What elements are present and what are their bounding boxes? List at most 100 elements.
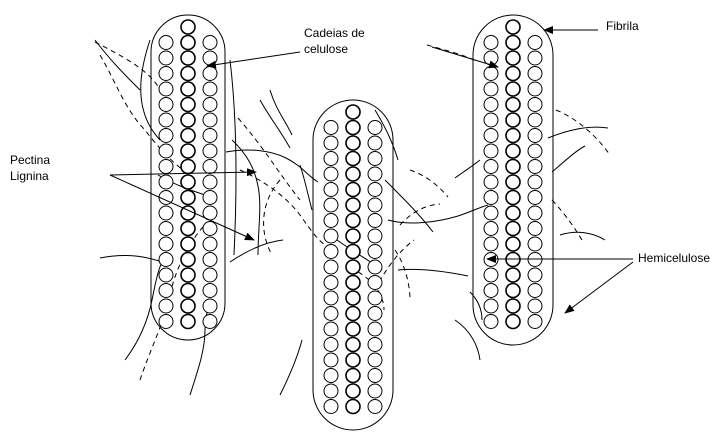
cellulose-chain (324, 198, 338, 212)
cellulose-chain (484, 98, 498, 112)
cellulose-chain (159, 299, 173, 313)
cellulose-chain (203, 98, 217, 112)
arrow-hemicelulose-down (565, 262, 633, 313)
cellulose-chain (506, 98, 520, 112)
cellulose-chain (203, 129, 217, 143)
cellulose-chain (346, 245, 360, 259)
fibrils-layer (151, 15, 553, 430)
cellulose-chain (346, 198, 360, 212)
cellulose-chain (324, 183, 338, 197)
cellulose-chain (484, 113, 498, 127)
cellulose-chain (484, 175, 498, 189)
cellulose-chain (203, 144, 217, 158)
cellulose-chain (506, 299, 520, 313)
cellulose-chain (484, 129, 498, 143)
cellulose-chain (506, 67, 520, 81)
cellulose-chain (528, 191, 542, 205)
cellulose-chain (203, 284, 217, 298)
cellulose-chain (528, 51, 542, 65)
cellulose-chain (181, 237, 195, 251)
cellulose-chain (368, 291, 382, 305)
cellulose-chain (181, 175, 195, 189)
cellulose-chain (528, 98, 542, 112)
cellulose-chain (528, 67, 542, 81)
label-lignina: Lignina (10, 169, 49, 184)
cellulose-chain (159, 144, 173, 158)
cellulose-chain (203, 299, 217, 313)
cellulose-chain (181, 113, 195, 127)
cellulose-chain (484, 284, 498, 298)
cellulose-chain (506, 191, 520, 205)
cellulose-chain (346, 260, 360, 274)
cellulose-chain (484, 160, 498, 174)
cellulose-chain (159, 160, 173, 174)
cellulose-chain (203, 253, 217, 267)
cellulose-chain (346, 167, 360, 181)
cellulose-chain (528, 237, 542, 251)
cellulose-chain (368, 136, 382, 150)
cellulose-chain (484, 191, 498, 205)
cellulose-chain (506, 206, 520, 220)
cellulose-chain (368, 167, 382, 181)
cellulose-chain (159, 51, 173, 65)
cellulose-chain (203, 51, 217, 65)
cellulose-chain (181, 51, 195, 65)
cellulose-chain (203, 82, 217, 96)
cellulose-chain (324, 260, 338, 274)
cellulose-chain (484, 144, 498, 158)
cellulose-chain (346, 183, 360, 197)
cellulose-chain (528, 113, 542, 127)
cellulose-chain (528, 144, 542, 158)
cellulose-chain (324, 229, 338, 243)
cellulose-chain (159, 129, 173, 143)
cellulose-chain (181, 191, 195, 205)
cellulose-chain (203, 113, 217, 127)
cellulose-chain (368, 276, 382, 290)
cellulose-chain (368, 260, 382, 274)
cellulose-chain (484, 36, 498, 50)
cellulose-chain (159, 67, 173, 81)
cellulose-chain (346, 105, 360, 119)
cellulose-chain (528, 299, 542, 313)
cellulose-chain (368, 384, 382, 398)
cellulose-chain (368, 183, 382, 197)
cellulose-chain (181, 299, 195, 313)
cellulose-chain (368, 307, 382, 321)
cellulose-chain (506, 237, 520, 251)
cellulose-chain (203, 315, 217, 329)
cellulose-chain (181, 253, 195, 267)
cellulose-chain (346, 214, 360, 228)
cellulose-chain (528, 129, 542, 143)
label-pectina: Pectina (10, 153, 50, 168)
cellulose-chain (484, 237, 498, 251)
cellulose-chain (203, 222, 217, 236)
cellulose-chain (324, 369, 338, 383)
cellulose-chain (324, 291, 338, 305)
cellulose-chain (181, 67, 195, 81)
cellulose-chain (506, 268, 520, 282)
cellulose-chain (368, 152, 382, 166)
cellulose-chain (181, 315, 195, 329)
cellulose-chain (324, 245, 338, 259)
cellulose-chain (368, 322, 382, 336)
cellulose-chain (159, 206, 173, 220)
cellulose-chain (203, 160, 217, 174)
cellulose-chain (506, 222, 520, 236)
cellulose-chain (324, 167, 338, 181)
fibril-center (313, 100, 393, 430)
cellulose-chain (346, 369, 360, 383)
cellulose-chain (528, 36, 542, 50)
cellulose-chain (368, 369, 382, 383)
cellulose-chain (324, 400, 338, 414)
cellulose-chain (368, 121, 382, 135)
cellulose-chain (506, 315, 520, 329)
cellulose-chain (346, 276, 360, 290)
cellulose-chain (528, 175, 542, 189)
cellulose-chain (181, 98, 195, 112)
cellulose-chain (368, 400, 382, 414)
cellulose-chain (159, 113, 173, 127)
cellulose-chain (346, 291, 360, 305)
label-celulose: celulose (304, 42, 348, 57)
cellulose-chain (528, 268, 542, 282)
cellulose-chain (528, 315, 542, 329)
